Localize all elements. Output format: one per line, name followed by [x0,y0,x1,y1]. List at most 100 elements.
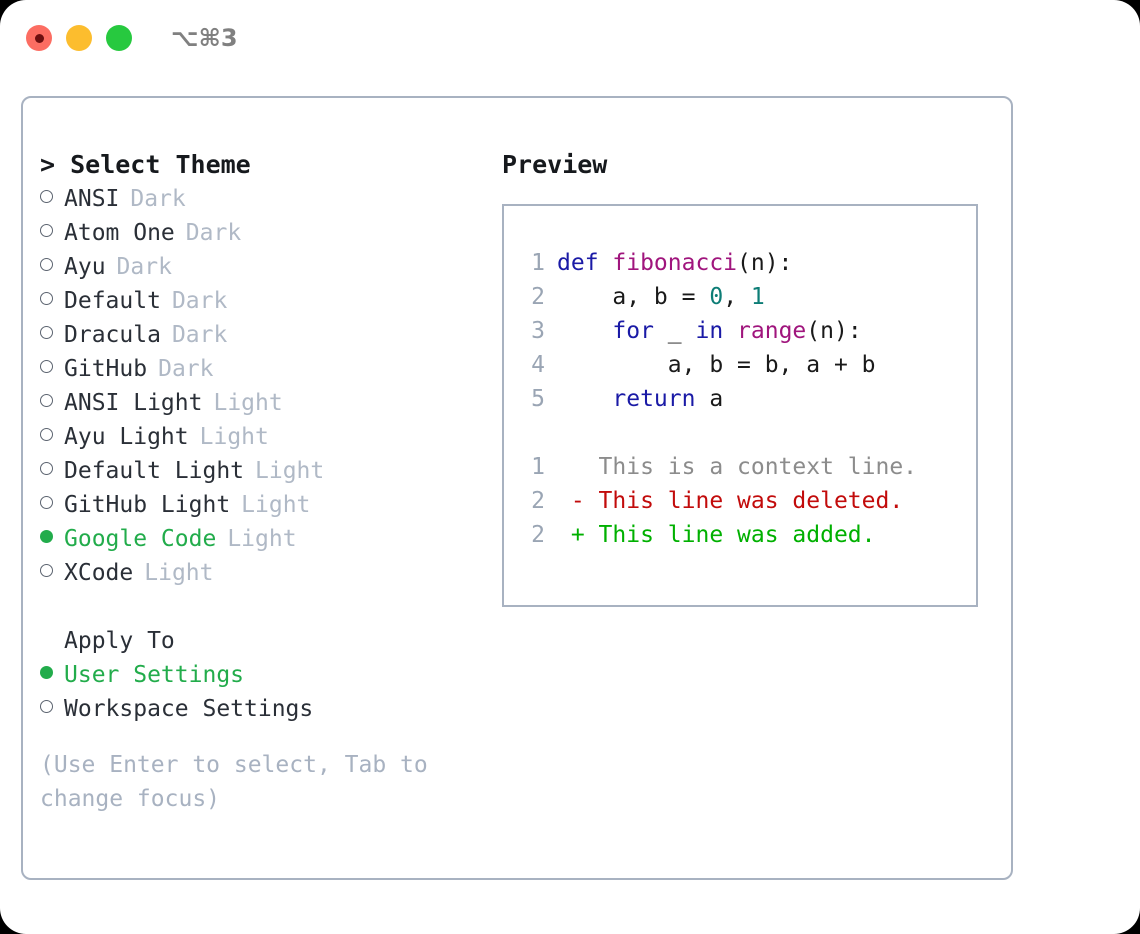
theme-option-label: ANSI Light [64,390,203,416]
theme-option-4[interactable]: Dracula Dark [40,318,490,352]
theme-option-label: Default Light [64,458,245,484]
theme-option-3[interactable]: Default Dark [40,284,490,318]
diff-line-number: 2 [531,522,545,548]
column-spacer [40,590,490,624]
theme-option-category: Light [255,458,325,484]
apply-to-option-0[interactable]: User Settings [40,658,490,692]
radio-unselected-icon [40,181,64,215]
theme-option-label: Default [64,288,161,314]
traffic-light-group [26,25,132,51]
minimize-window-button[interactable] [66,25,92,51]
theme-option-label: Ayu [64,254,106,280]
code-token-fn: range [737,318,807,344]
theme-option-9[interactable]: GitHub Light Light [40,488,490,522]
diff-line: 2 + This line was added. [519,518,917,552]
radio-unselected-icon [40,555,64,589]
close-window-button[interactable] [26,25,52,51]
theme-option-1[interactable]: Atom One Dark [40,216,490,250]
code-token-plain [723,318,737,344]
code-line-number: 2 [531,284,545,310]
code-line-number: 4 [531,352,545,378]
radio-unselected-icon [40,249,64,283]
theme-option-category: Dark [171,322,228,348]
theme-option-label: Ayu Light [64,424,189,450]
radio-unselected-icon [40,283,64,317]
radio-selected-icon [40,521,64,555]
diff-line-number: 1 [531,454,545,480]
theme-option-category: Light [227,526,297,552]
code-token-plain: , [723,284,751,310]
theme-option-category: Dark [158,356,214,382]
code-token-plain [557,318,612,344]
diff-line: 2 - This line was deleted. [519,484,917,518]
radio-unselected-icon [40,487,64,521]
theme-option-category: Dark [171,288,228,314]
code-token-kw: return [612,386,696,412]
theme-option-label: XCode [64,560,134,586]
radio-unselected-icon [40,351,64,385]
code-token-num: 1 [750,284,765,310]
radio-selected-icon [40,657,64,691]
code-line: 1 def fibonacci(n): [519,246,917,280]
theme-option-7[interactable]: Ayu Light Light [40,420,490,454]
code-line-number: 5 [531,386,545,412]
diff-line-text-del: - This line was deleted. [557,488,904,514]
theme-option-label: Google Code [64,526,217,552]
theme-option-category: Light [199,424,269,450]
diff-line-text-ctx: This is a context line. [557,454,918,480]
code-line-number: 3 [531,318,545,344]
code-token-fn: fibonacci [612,250,738,276]
radio-unselected-icon [40,419,64,453]
radio-unselected-icon [40,215,64,249]
theme-option-label: ANSI [64,186,120,212]
theme-option-8[interactable]: Default Light Light [40,454,490,488]
code-blank-line [519,416,917,450]
radio-unselected-icon [40,385,64,419]
code-token-kw: in [695,318,724,344]
theme-option-category: Dark [185,220,242,246]
code-line: 4 a, b = b, a + b [519,348,917,382]
select-theme-heading: > Select Theme [40,150,251,179]
code-line-number: 1 [531,250,545,276]
title-bar: ⌥⌘3 [0,0,1140,78]
diff-line-number: 2 [531,488,545,514]
theme-option-category: Dark [116,254,172,280]
code-line: 2 a, b = 0, 1 [519,280,917,314]
theme-option-0[interactable]: ANSI Dark [40,182,490,216]
theme-option-category: Light [241,492,311,518]
theme-option-category: Light [144,560,214,586]
theme-option-label: Atom One [64,220,175,246]
apply-to-option-label: Workspace Settings [64,696,314,722]
apply-to-heading: Apply To [64,628,175,654]
preview-box: 1 def fibonacci(n): 2 a, b = 0, 1 3 for _ i… [502,204,978,607]
apply-to-option-label: User Settings [64,662,245,688]
theme-option-label: GitHub [64,356,148,382]
code-token-plain: a, b = b, a + b [557,352,876,378]
theme-option-11[interactable]: XCode Light [40,556,490,590]
theme-option-category: Dark [130,186,186,212]
code-line: 5 return a [519,382,917,416]
preview-heading: Preview [502,150,608,179]
code-token-kw: def [557,250,613,276]
diff-line-text-add: + This line was added. [557,522,876,548]
code-token-punc: (n): [737,250,793,276]
apply-to-option-1[interactable]: Workspace Settings [40,692,490,726]
theme-option-2[interactable]: Ayu Dark [40,250,490,284]
code-token-plain [557,386,612,412]
maximize-window-button[interactable] [106,25,132,51]
radio-unselected-icon [40,691,64,725]
theme-option-label: Dracula [64,322,161,348]
code-sample: 1 def fibonacci(n): 2 a, b = 0, 1 3 for _ i… [519,246,917,552]
code-token-kw: for [612,318,654,344]
theme-option-label: GitHub Light [64,492,231,518]
code-token-num: 0 [709,284,724,310]
code-token-plain: _ [653,318,696,344]
theme-option-5[interactable]: GitHub Dark [40,352,490,386]
theme-option-10[interactable]: Google Code Light [40,522,490,556]
